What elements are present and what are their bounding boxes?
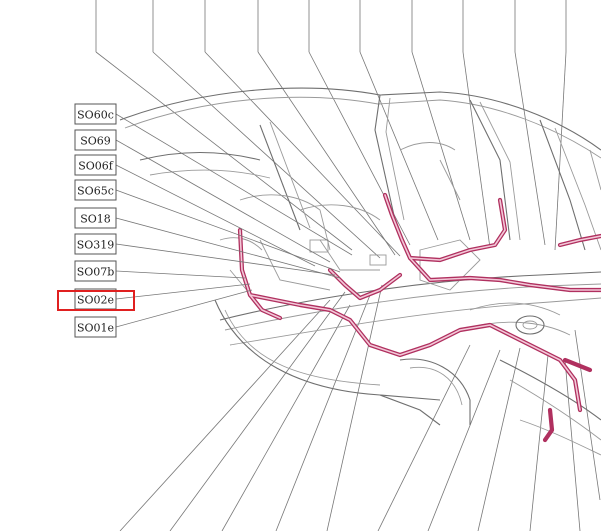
label-so65c[interactable]: SO65c <box>74 179 117 201</box>
bottom-leader-lines <box>119 284 601 531</box>
label-so60c-text: SO60c <box>77 109 114 122</box>
label-so69[interactable]: SO69 <box>74 129 117 151</box>
connector-labels: SO60c SO69 SO06f SO65c SO18 SO319 SO07b <box>74 103 117 338</box>
label-so01e[interactable]: SO01e <box>74 316 117 338</box>
label-so07b[interactable]: SO07b <box>74 260 117 282</box>
label-so02e-text: SO02e <box>77 294 114 307</box>
label-so69-text: SO69 <box>80 135 111 148</box>
label-so18-text: SO18 <box>80 213 111 226</box>
label-so07b-text: SO07b <box>77 266 115 279</box>
selection-highlight <box>57 290 135 311</box>
left-leader-lines <box>115 113 353 328</box>
label-so319[interactable]: SO319 <box>74 233 117 255</box>
label-so06f-text: SO06f <box>78 160 114 173</box>
wiring-harness <box>237 192 601 443</box>
label-so02e[interactable]: SO02e <box>74 288 117 310</box>
top-leader-lines <box>95 0 567 259</box>
label-so60c[interactable]: SO60c <box>74 103 117 125</box>
car-body-lineart <box>119 87 601 456</box>
label-so18[interactable]: SO18 <box>74 207 117 229</box>
label-so65c-text: SO65c <box>77 185 114 198</box>
label-so319-text: SO319 <box>77 239 115 252</box>
label-so06f[interactable]: SO06f <box>74 154 117 176</box>
label-so01e-text: SO01e <box>77 322 114 335</box>
